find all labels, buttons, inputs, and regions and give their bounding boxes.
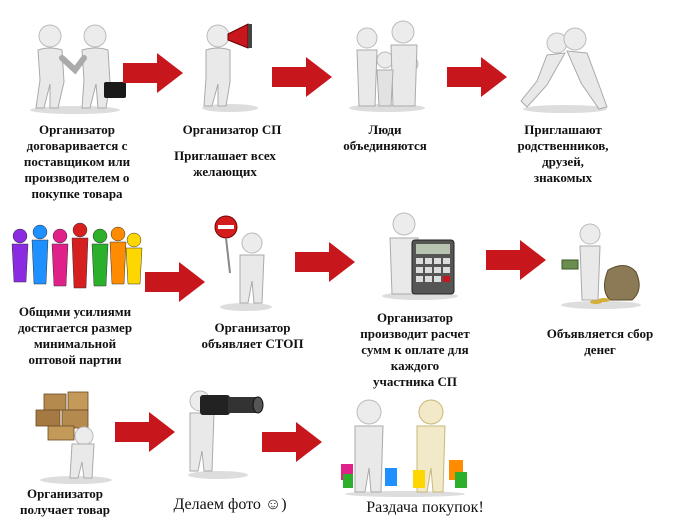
colored-people-icon: [11, 222, 143, 289]
arrow-right-icon: [262, 422, 322, 462]
step-caption-megaphone-title: Организатор СП: [182, 122, 282, 137]
step-caption-money: Объявляется сбор денег: [546, 326, 654, 357]
arrow-right-icon: [272, 57, 332, 97]
group-icon: [349, 20, 425, 112]
stop-sign-icon: [214, 215, 272, 311]
step-caption-shopping: Раздача покупок!: [366, 499, 484, 516]
money-bags-icon: [561, 223, 641, 309]
arrow-right-icon: [447, 57, 507, 97]
megaphone-icon: [202, 23, 258, 112]
arrow-right-icon: [123, 53, 183, 93]
step-caption-handshake: Организатор договаривается с поставщиком…: [23, 122, 131, 201]
step-caption-camera: Делаем фото ☺): [173, 496, 287, 513]
handshake-icon: [30, 24, 126, 114]
arrow-right-icon: [145, 262, 205, 302]
arrow-right-icon: [295, 242, 355, 282]
inviting-people-icon: [520, 27, 608, 113]
arrow-right-icon: [115, 412, 175, 452]
step-caption-teamwork: Общими усилиями достигается размер миним…: [17, 304, 133, 367]
step-caption-megaphone-sub: Приглашает всех желающих: [174, 148, 276, 179]
step-caption-group: Люди объединяются: [343, 122, 427, 153]
step-caption-calculator: Организатор производит расчет сумм к опл…: [360, 310, 470, 389]
calculator-icon: [382, 212, 458, 300]
step-caption-boxes: Организатор получает товар: [20, 486, 110, 517]
step-caption-invite: Приглашают родственников, друзей, знаком…: [517, 122, 609, 185]
shopping-bags-icon: [341, 399, 467, 497]
camera-icon: [188, 390, 264, 479]
carrying-boxes-icon: [35, 391, 112, 484]
step-caption-stop: Организатор объявляет СТОП: [201, 320, 304, 351]
arrow-right-icon: [486, 240, 546, 280]
